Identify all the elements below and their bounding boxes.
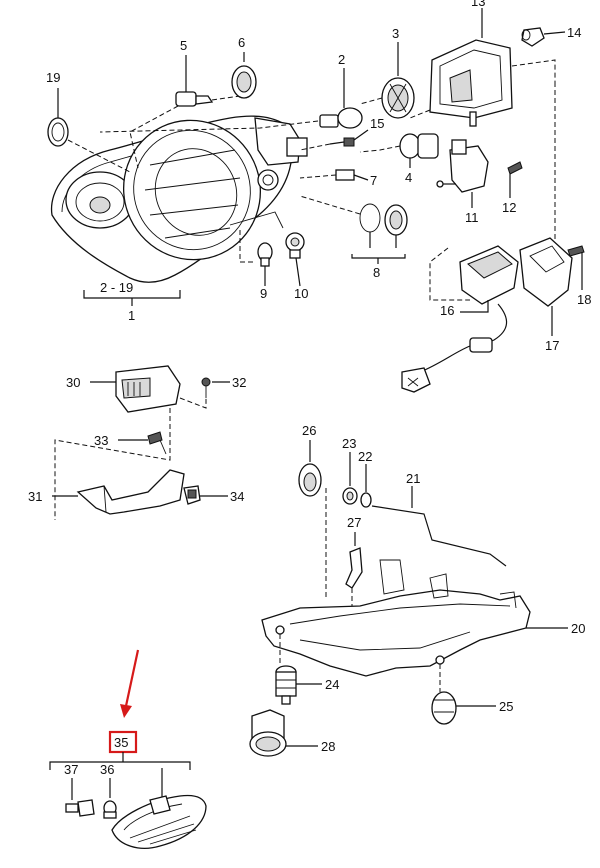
part-9-bulb: 9 (239, 230, 273, 301)
part-24-adjuster: 24 (275, 665, 339, 705)
part-23-nut: 23 (342, 436, 358, 505)
part-11-adjusting-motor: 11 (436, 139, 489, 225)
part-32-screw: 32 (179, 375, 246, 409)
part-6-bulb-holder: 6 (231, 35, 257, 99)
label-10: 10 (294, 286, 308, 301)
part-26-grommet: 26 (298, 423, 327, 600)
label-27: 27 (347, 515, 361, 530)
label-11: 11 (465, 210, 479, 225)
label-26: 26 (302, 423, 316, 438)
mount-guide-line (54, 408, 171, 520)
part-22-washer: 22 (358, 449, 372, 508)
label-1: 1 (128, 308, 135, 323)
label-30: 30 (66, 375, 80, 390)
part-25-rubber-mount: 25 (431, 691, 513, 725)
part-27-lever: 27 (345, 515, 363, 608)
part-36-bulb: 36 (100, 762, 117, 819)
part-30-control-module: 30 (66, 365, 181, 413)
label-6: 6 (238, 35, 245, 50)
part-28-cap: 28 (249, 709, 335, 757)
part-33-screw: 33 (94, 431, 167, 455)
side-marker-lamp (111, 768, 207, 849)
label-2-19: 2 - 19 (100, 280, 133, 295)
label-20: 20 (571, 621, 585, 636)
highlight-arrow (120, 649, 140, 718)
part-31-mounting-bracket: 31 (28, 469, 185, 515)
label-28: 28 (321, 739, 335, 754)
label-12: 12 (502, 200, 516, 215)
label-4: 4 (405, 170, 412, 185)
label-23: 23 (342, 436, 356, 451)
label-8: 8 (373, 265, 380, 280)
label-34: 34 (230, 489, 244, 504)
label-31: 31 (28, 489, 42, 504)
label-33: 33 (94, 433, 108, 448)
label-18: 18 (577, 292, 591, 307)
part-16-control-unit: 16 (401, 245, 519, 393)
part-18-screw: 18 (567, 245, 591, 307)
label-37: 37 (64, 762, 78, 777)
part-5-bulb: 5 (129, 38, 241, 169)
part-12-screw: 12 (502, 161, 523, 215)
label-3: 3 (392, 26, 399, 41)
part-34-clip: 34 (183, 485, 244, 505)
label-9: 9 (260, 286, 267, 301)
label-2: 2 (338, 52, 345, 67)
part-3-bulb-holder: 3 (359, 26, 415, 119)
label-32: 32 (232, 375, 246, 390)
label-24: 24 (325, 677, 339, 692)
label-17: 17 (545, 338, 559, 353)
label-36: 36 (100, 762, 114, 777)
label-15: 15 (370, 116, 384, 131)
part-20-carrier-frame: 20 (261, 559, 585, 692)
part-8-seal-set: 8 (299, 195, 408, 280)
label-7: 7 (370, 173, 377, 188)
label-21: 21 (406, 471, 420, 486)
part-2-bulb: 2 (99, 52, 363, 133)
group-bracket-35 (49, 752, 191, 770)
label-22: 22 (358, 449, 372, 464)
part-7-connector: 7 (299, 169, 377, 188)
label-35: 35 (114, 735, 128, 750)
label-16: 16 (440, 303, 454, 318)
highlight-box-35: 35 (108, 730, 138, 754)
label-19: 19 (46, 70, 60, 85)
part-14-plug: 14 (521, 25, 581, 47)
group-outline-right (429, 247, 470, 301)
label-13: 13 (471, 0, 485, 9)
group-bracket-1: 2 - 19 1 (83, 280, 181, 323)
part-17-bracket: 17 (519, 237, 573, 353)
label-5: 5 (180, 38, 187, 53)
part-4-bulb: 4 (359, 133, 439, 185)
label-25: 25 (499, 699, 513, 714)
part-10-bulb-socket: 10 (285, 232, 308, 301)
part-37-bulb-socket: 37 (64, 762, 95, 817)
part-13-housing-cover: 13 (409, 0, 556, 127)
label-14: 14 (567, 25, 581, 40)
part-19-cover-cap: 19 (46, 70, 131, 173)
part-21-adjusting-rod: 21 (371, 471, 507, 567)
headlamp-housing (50, 115, 308, 283)
part-15-screw: 15 (299, 116, 384, 151)
